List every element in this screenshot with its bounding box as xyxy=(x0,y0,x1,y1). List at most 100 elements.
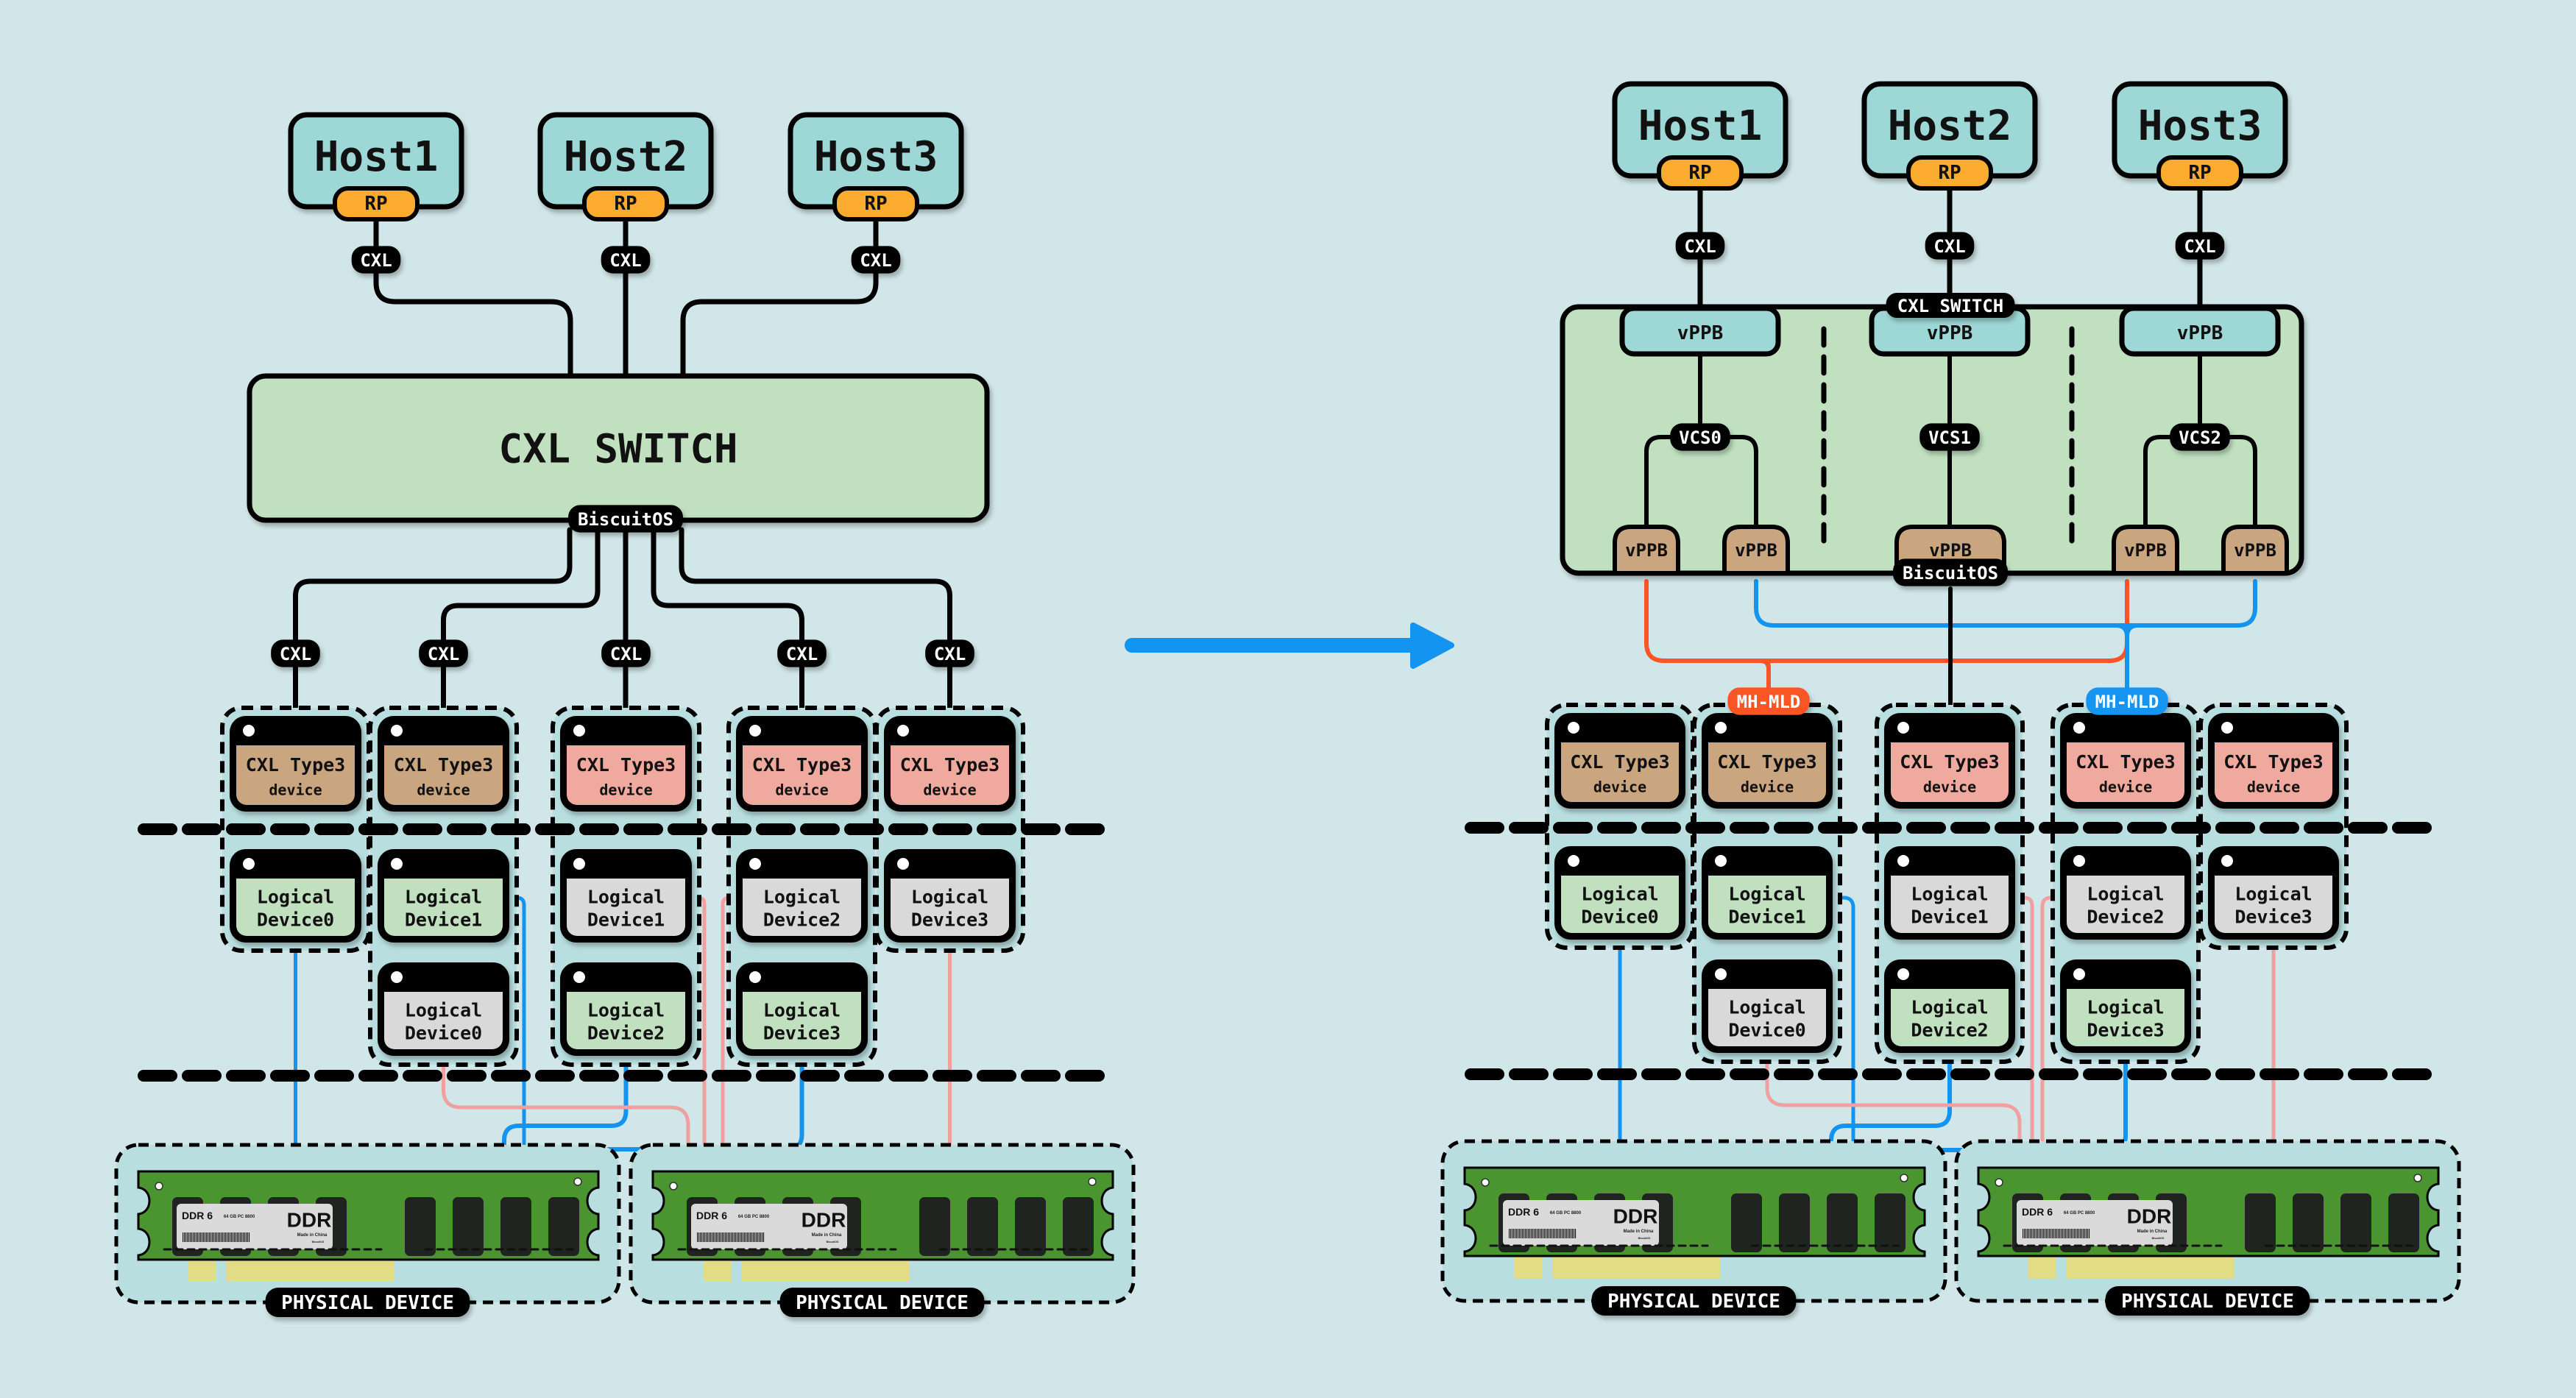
status-led-icon xyxy=(243,858,255,870)
barcode-bar xyxy=(1560,1229,1562,1238)
barcode-bar xyxy=(2025,1229,2027,1238)
barcode-bar xyxy=(741,1232,743,1242)
barcode-bar xyxy=(2071,1229,2073,1238)
cxl-link-badge: CXL xyxy=(351,246,401,274)
logical-device-line2: Device0 xyxy=(405,1023,482,1044)
logical-device-body-top xyxy=(1708,876,1826,890)
cxl-type3-device-body xyxy=(384,745,503,805)
biscuitos-badge-text: BiscuitOS xyxy=(578,509,673,530)
barcode-bar xyxy=(747,1232,749,1242)
barcode-bar xyxy=(1529,1229,1531,1238)
cxl-type3-device: CXL Type3 device xyxy=(378,716,509,812)
barcode-bar xyxy=(1566,1229,1568,1238)
memory-chip xyxy=(500,1197,531,1256)
cxl-type3-device-title: CXL Type3 xyxy=(752,754,852,776)
status-led-icon xyxy=(573,725,585,737)
barcode-bar xyxy=(2087,1229,2089,1238)
barcode-bar xyxy=(723,1232,725,1242)
host-label: Host1 xyxy=(1638,102,1763,150)
cxl-type3-device-title: CXL Type3 xyxy=(246,754,345,776)
logical-device-line1: Logical xyxy=(1581,884,1658,905)
barcode-bar xyxy=(2059,1229,2061,1238)
cxl-link-badge-bg xyxy=(601,639,651,667)
host-label: Host3 xyxy=(814,133,938,181)
mh-mld-link xyxy=(1644,579,2129,663)
logical-device-body-top xyxy=(2067,989,2184,1004)
ddr-origin-text: Made in China xyxy=(2137,1230,2168,1234)
memory-link xyxy=(502,1054,629,1176)
status-led-icon xyxy=(1715,855,1727,867)
memory-chip xyxy=(2340,1193,2371,1252)
cxl-switch-badge-text: CXL SWITCH xyxy=(1897,296,2004,316)
cxl-type3-device-subtitle: device xyxy=(1593,778,1646,796)
barcode-bar xyxy=(1557,1229,1559,1238)
physical-device-badge: PHYSICAL DEVICE xyxy=(779,1288,985,1317)
barcode-bar xyxy=(1519,1229,1521,1238)
barcode-bar xyxy=(1532,1229,1534,1238)
barcode-bar xyxy=(231,1232,233,1242)
downstream-vppb-label: vPPB xyxy=(1929,540,1972,561)
ddr-spec-text: 64 GB PC 8800 xyxy=(2064,1211,2095,1216)
status-led-icon xyxy=(391,858,403,870)
barcode-bar xyxy=(760,1232,762,1242)
cxl-type3-device-title: CXL Type3 xyxy=(576,754,676,776)
cxl-link-badge-bg xyxy=(2175,232,2225,260)
mh-mld-badge: MH-MLD xyxy=(2086,687,2168,715)
biscuitos-badge-text: BiscuitOS xyxy=(1903,563,1998,583)
host-link xyxy=(680,210,879,382)
cxl-type3-device-title: CXL Type3 xyxy=(394,754,493,776)
logical-device-body-top xyxy=(1561,876,1679,890)
barcode-bar xyxy=(698,1232,700,1242)
cxl-link-badge-bg xyxy=(271,639,320,667)
status-led-icon xyxy=(749,971,761,983)
downstream-vppb-label: vPPB xyxy=(1625,540,1668,561)
downstream-link xyxy=(441,527,601,720)
mh-mld-badge: MH-MLD xyxy=(1727,687,1810,715)
physical-device-badge: PHYSICAL DEVICE xyxy=(2105,1286,2310,1316)
memory-chip xyxy=(1015,1197,1046,1256)
physical-device-badge-bg xyxy=(1591,1286,1797,1316)
barcode-bar xyxy=(2040,1229,2042,1238)
barcode-bar xyxy=(757,1232,759,1242)
logical-device-body-top xyxy=(2215,876,2332,890)
upstream-vppb-label: vPPB xyxy=(2177,322,2223,344)
barcode-bar xyxy=(2031,1229,2033,1238)
cxl-type3-device-subtitle: device xyxy=(417,781,470,799)
logical-device-line2: Device0 xyxy=(1581,906,1658,928)
logical-device-line1: Logical xyxy=(1911,884,1988,905)
ddr-origin-text: Made in China xyxy=(1624,1230,1654,1234)
ddr-brand-text: DDR xyxy=(802,1209,846,1232)
barcode-bar xyxy=(726,1232,728,1242)
memory-chip xyxy=(405,1197,436,1256)
status-led-icon xyxy=(749,725,761,737)
barcode-bar xyxy=(2028,1229,2030,1238)
cxl-link-badge-text: CXL xyxy=(1933,236,1965,257)
status-led-icon xyxy=(2221,722,2233,734)
cxl-link-badge-bg xyxy=(851,246,901,274)
cxl-link-badge-bg xyxy=(351,246,401,274)
barcode-bar xyxy=(1575,1229,1577,1238)
ddr-brand-text: DDR xyxy=(287,1209,332,1232)
barcode-bar xyxy=(2053,1229,2055,1238)
vcs-link xyxy=(1644,435,1702,531)
cxl-type3-device-body xyxy=(236,745,355,805)
memory-chip xyxy=(1063,1197,1094,1256)
barcode-bar xyxy=(213,1232,215,1242)
cxl-type3-device-body-top xyxy=(236,745,355,760)
barcode-bar xyxy=(237,1232,238,1242)
barcode-bar xyxy=(722,1232,723,1242)
